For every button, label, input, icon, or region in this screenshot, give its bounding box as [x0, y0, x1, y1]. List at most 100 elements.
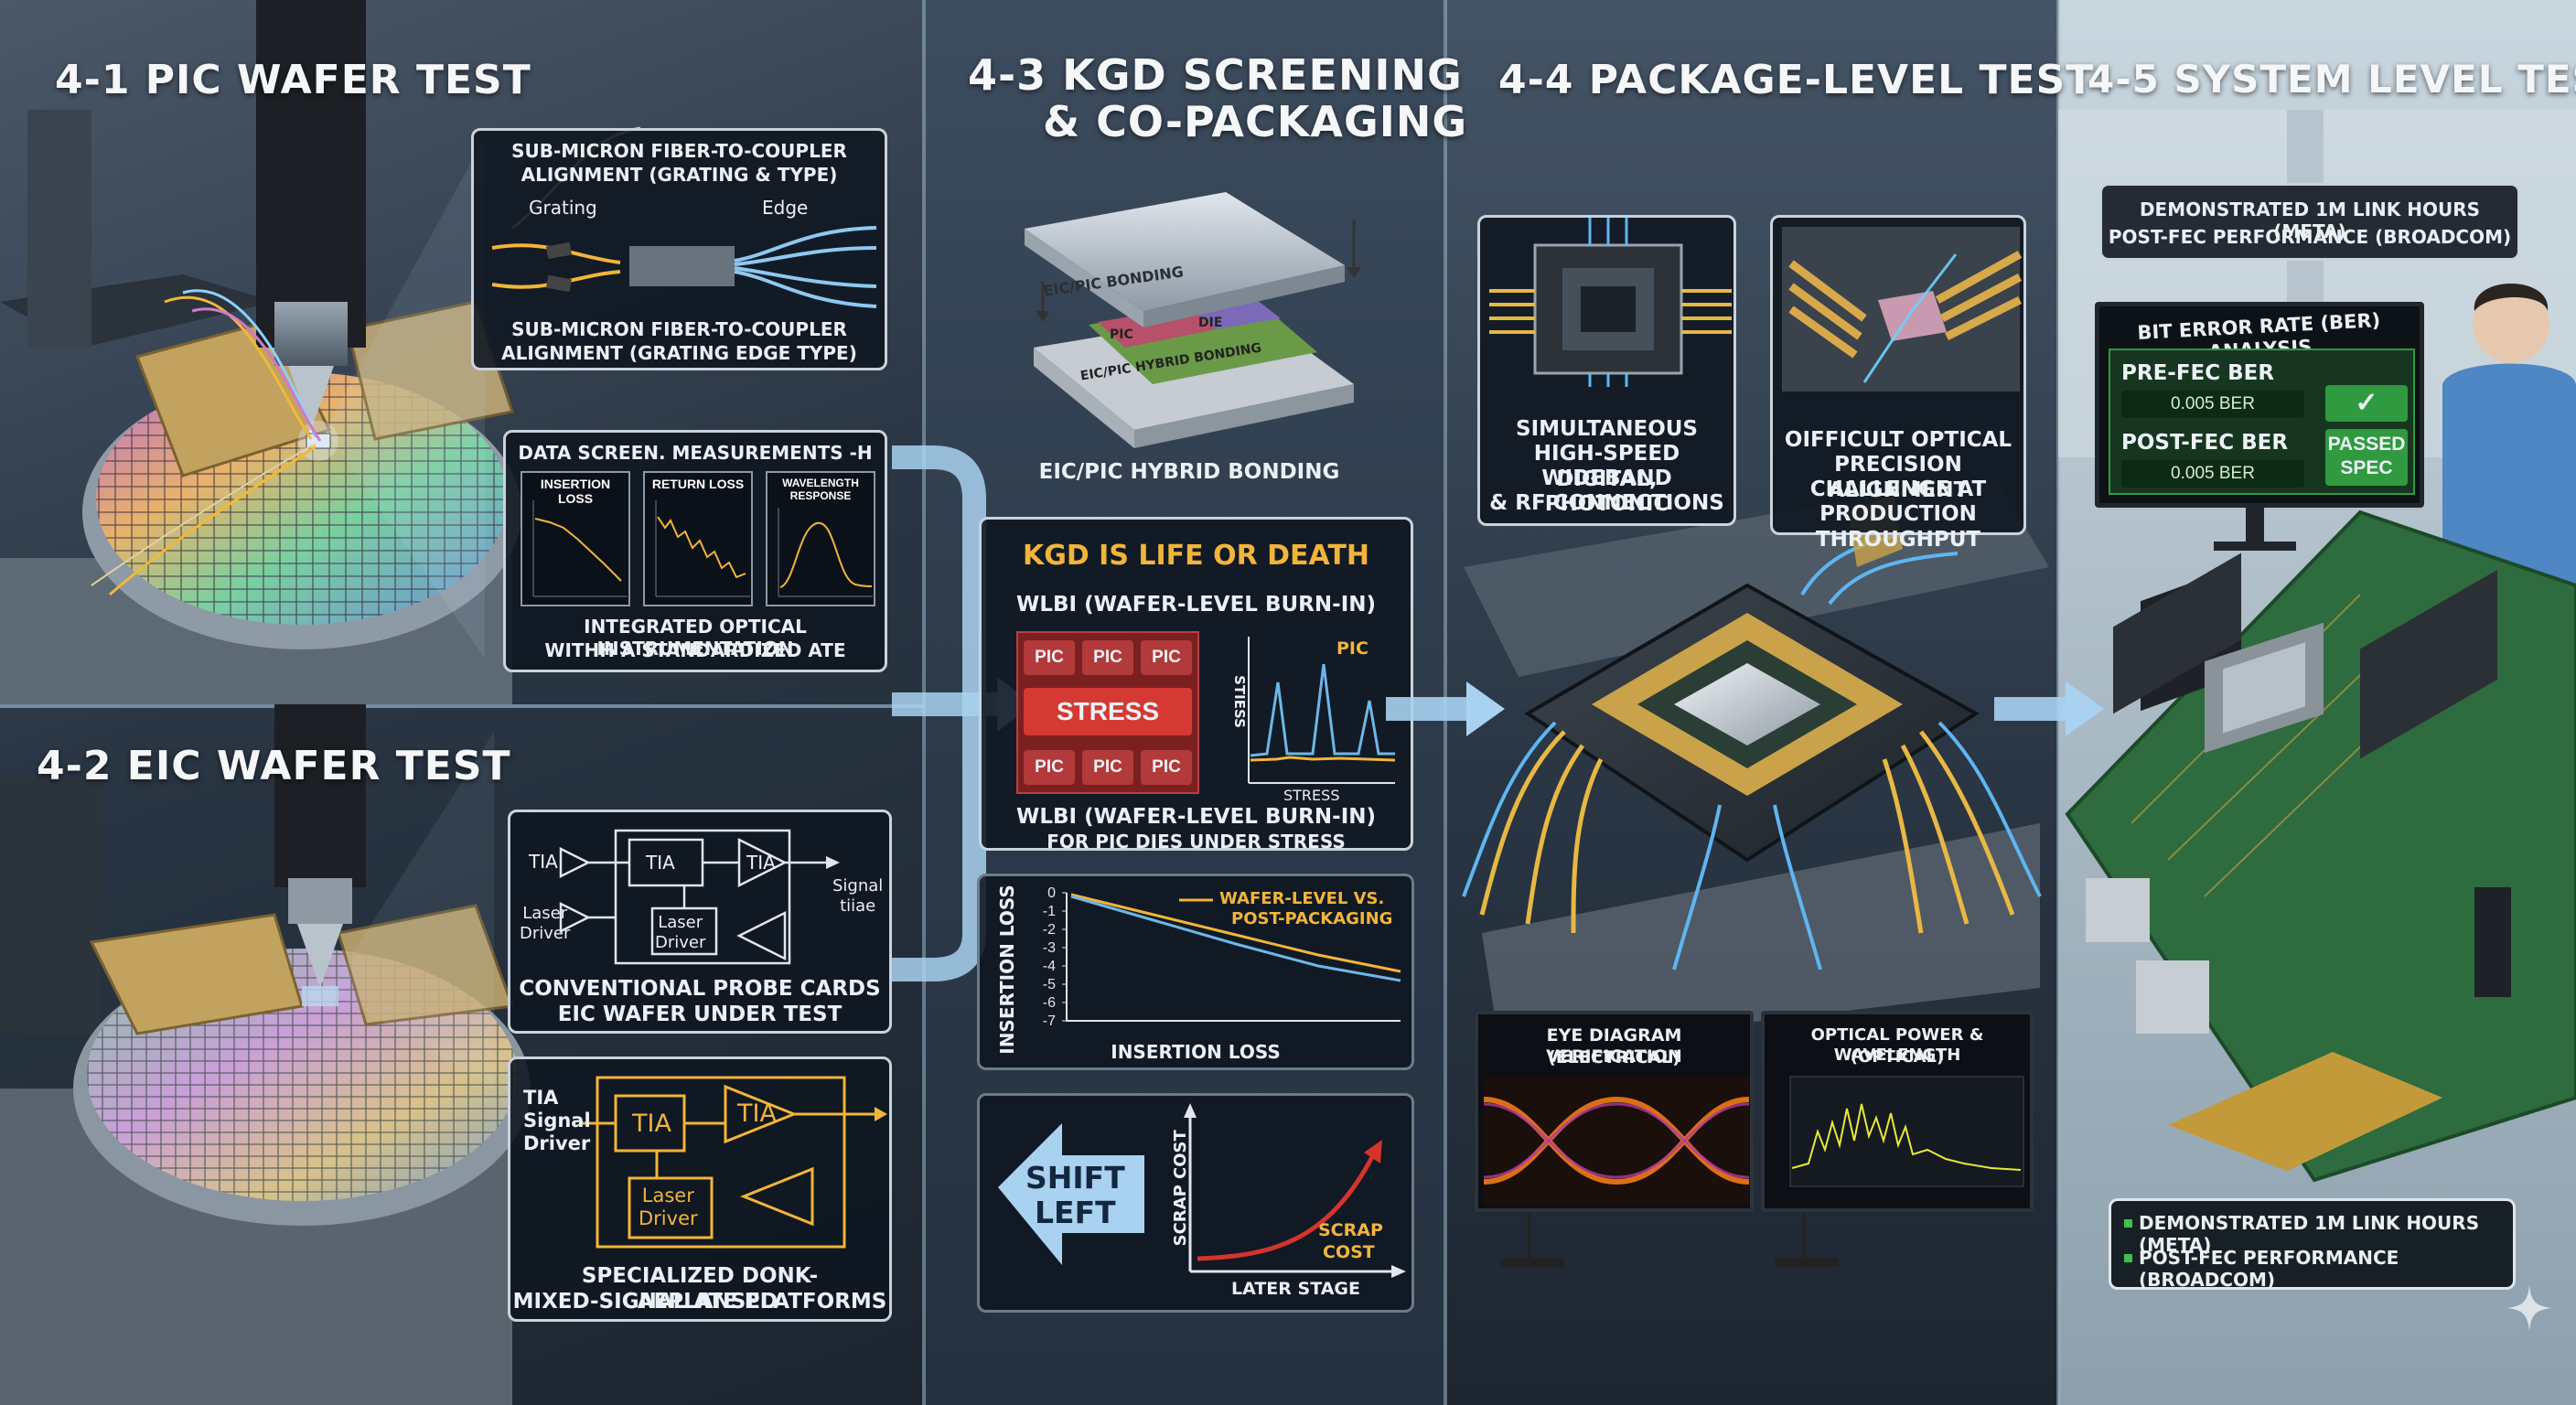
- eye-diagram-plot: [1483, 1077, 1750, 1205]
- pre-fec-value: 0.005 BER: [2121, 391, 2304, 418]
- insertion-loss-curve: [532, 500, 628, 597]
- plot-title: RETURN LOSS: [651, 477, 745, 491]
- insertion-loss-chart: 0-1-2-3-4-5-6-7: [1043, 885, 1401, 1029]
- chart-y-label: INSERTION LOSS: [996, 885, 1018, 1055]
- bullet-icon: [2124, 1219, 2132, 1228]
- wavelength-curve: [778, 508, 873, 597]
- system-bottom-box: DEMONSTRATED 1M LINK HOURS (META) POST-F…: [2109, 1198, 2516, 1291]
- connections-text-3: WIDEBAND PHOTONIC: [1541, 467, 1672, 516]
- tia-label: TIA: [529, 851, 558, 873]
- section-title-system: 4-5 SYSTEM LEVEL TEST: [2088, 57, 2576, 102]
- section-title-kgd-1: 4-3 KGD SCREENING: [968, 50, 1463, 100]
- sparkle-icon: [2506, 1285, 2552, 1331]
- chip-connections-illustration: [1489, 218, 1732, 387]
- check-icon: ✓: [2325, 385, 2408, 422]
- data-screen-heading: DATA SCREEN. MEASUREMENTS -H: [518, 442, 873, 464]
- eye-diagram-monitor: EYE DIAGRAM VERIFICATION (ELECTRICAL): [1475, 1011, 1754, 1212]
- shift-arrow-text-1: SHIFT: [1025, 1160, 1125, 1196]
- shift-left-box: SHIFT LEFT SCRAP COST SCRAP COST LATER S…: [977, 1093, 1414, 1313]
- ate-footer-1: SPECIALIZED DONK-CAEPLANSED: [581, 1264, 819, 1314]
- ate-block-diagram: [579, 1076, 887, 1249]
- system-top-text-1: DEMONSTRATED 1M LINK HOURS (META): [2139, 198, 2481, 242]
- section-title-pic-wafer: 4-1 PIC WAFER TEST: [55, 57, 531, 103]
- alignment-challenge-text-1: OIFFICULT OPTICAL: [1784, 428, 2012, 452]
- optical-spectrum-plot: [1789, 1076, 2024, 1187]
- monitor-base: [2214, 542, 2296, 551]
- divider: [0, 704, 924, 708]
- optical-title-1: OPTICAL POWER & WAVELENGTH: [1810, 1025, 1984, 1065]
- passed-spec-badge: PASSED SPEC: [2325, 429, 2408, 486]
- series-line: [1070, 893, 1401, 973]
- pre-fec-label: PRE-FEC BER: [2121, 361, 2275, 385]
- data-screen-footer-1: INTEGRATED OPTICAL INSTRUMENTATION: [584, 616, 807, 660]
- pic-cell: PIC: [1082, 640, 1133, 675]
- edge-label: Edge: [762, 197, 809, 219]
- y-tick-label: -7: [1043, 1014, 1056, 1029]
- data-screen-box: DATA SCREEN. MEASUREMENTS -H INSERTION L…: [503, 430, 887, 672]
- scrap-cost-label-2: COST: [1323, 1242, 1375, 1262]
- y-tick-label: -2: [1043, 922, 1056, 938]
- connections-text-2: HIGH-SPEED DIGITAL,: [1533, 442, 1680, 491]
- tia-label: TIA: [746, 852, 776, 874]
- alignment-challenge-text-4: PRODUCTION THROUGHPUT: [1815, 502, 1981, 552]
- tia-block-diagram: [559, 829, 840, 965]
- pic-cell: PIC: [1024, 640, 1075, 675]
- probe-footer-1: CONVENTIONAL PROBE CARDS: [519, 977, 881, 1001]
- wavelength-response-plot: WAVELENGTH RESPONSE: [766, 471, 875, 606]
- tia-label: TIA: [646, 852, 675, 874]
- y-tick-label: 0: [1047, 885, 1056, 901]
- system-top-text-2: POST-FEC PERFORMANCE (BROADCOM): [2108, 226, 2512, 248]
- ate-footer-2: MIXED-SIGNAL ATE PLATFORMS: [512, 1290, 887, 1314]
- connections-text-4: & RF CONNECTIONS: [1489, 491, 1724, 515]
- laser-driver-label: Laser Driver: [520, 904, 571, 943]
- kgd-life-box: KGD IS LIFE OR DEATH WLBI (WAFER-LEVEL B…: [979, 517, 1413, 853]
- scrap-cost-axis: SCRAP COST: [1171, 1130, 1191, 1247]
- insertion-loss-plot: INSERTION LOSS: [521, 471, 630, 606]
- probe-footer-2: EIC WAFER UNDER TEST: [557, 1003, 843, 1026]
- section-title-package: 4-4 PACKAGE-LEVEL TEST: [1498, 57, 2095, 103]
- pic-wafer-illustration: [0, 0, 641, 704]
- system-bottom-text-2: POST-FEC PERFORMANCE (BROADCOM): [2139, 1247, 2399, 1291]
- kgd-heading: KGD IS LIFE OR DEATH: [1022, 540, 1370, 572]
- return-loss-plot: RETURN LOSS: [643, 471, 753, 606]
- bullet-icon: [2124, 1254, 2132, 1262]
- scrap-cost-label-1: SCRAP: [1318, 1220, 1383, 1240]
- eye-diagram-title-2: (ELECTRICAL): [1548, 1047, 1680, 1067]
- chart-axes: 0-1-2-3-4-5-6-7: [1043, 885, 1401, 1029]
- connections-box: SIMULTANEOUS HIGH-SPEED DIGITAL, WIDEBAN…: [1477, 215, 1736, 526]
- probe-card-box: TIA TIA TIA Laser Driver Laser Driver Si…: [508, 810, 892, 1034]
- ber-monitor: BIT ERROR RATE (BER) ANALYSIS PRE-FEC BE…: [2095, 302, 2424, 508]
- tia-label: TIA: [737, 1099, 777, 1128]
- system-illustration: [2058, 110, 2576, 1183]
- laser-driver-label: Laser Driver: [655, 913, 706, 952]
- post-fec-label: POST-FEC BER: [2121, 431, 2289, 455]
- y-tick-label: -1: [1043, 904, 1056, 919]
- stress-axis-x: STRESS: [1283, 787, 1340, 804]
- alignment-box: SUB-MICRON FIBER-TO-COUPLER ALIGNMENT (G…: [471, 128, 887, 370]
- laser-driver-label: Laser Driver: [639, 1185, 698, 1230]
- pic-cell: PIC: [1024, 750, 1075, 785]
- alignment-footer-1: SUB-MICRON FIBER-TO-COUPLER: [511, 318, 847, 340]
- y-tick-label: -4: [1043, 959, 1056, 974]
- hybrid-bonding-illustration: [1025, 192, 1361, 448]
- tia-label: TIA: [632, 1110, 671, 1138]
- connections-text-1: SIMULTANEOUS: [1516, 417, 1698, 441]
- chart-series: [1070, 893, 1401, 982]
- die-label: DIE: [1198, 316, 1223, 330]
- system-bottom-text-1: DEMONSTRATED 1M LINK HOURS (META): [2139, 1212, 2480, 1256]
- shift-arrow-text-2: LEFT: [1035, 1195, 1116, 1230]
- optical-alignment-illustration: [1782, 227, 2023, 391]
- series-line: [1070, 895, 1401, 982]
- post-fec-value: 0.005 BER: [2121, 460, 2304, 488]
- plot-title: INSERTION LOSS: [540, 477, 611, 506]
- later-stage-label: LATER STAGE: [1231, 1279, 1360, 1299]
- alignment-challenge-text-2: PRECISION ALIGNMENT: [1828, 453, 1969, 502]
- stress-axis-y: STIESS: [1230, 675, 1248, 728]
- insertion-loss-chart-box: 0-1-2-3-4-5-6-7 INSERTION LOSS INSERTION…: [977, 874, 1414, 1070]
- signal-label: Signal tiiae: [832, 876, 884, 916]
- chart-x-label: INSERTION LOSS: [1111, 1041, 1281, 1063]
- hybrid-bonding-caption: EIC/PIC HYBRID BONDING: [1038, 460, 1340, 484]
- section-title-eic-wafer: 4-2 EIC WAFER TEST: [37, 743, 511, 789]
- return-loss-curve: [655, 500, 750, 597]
